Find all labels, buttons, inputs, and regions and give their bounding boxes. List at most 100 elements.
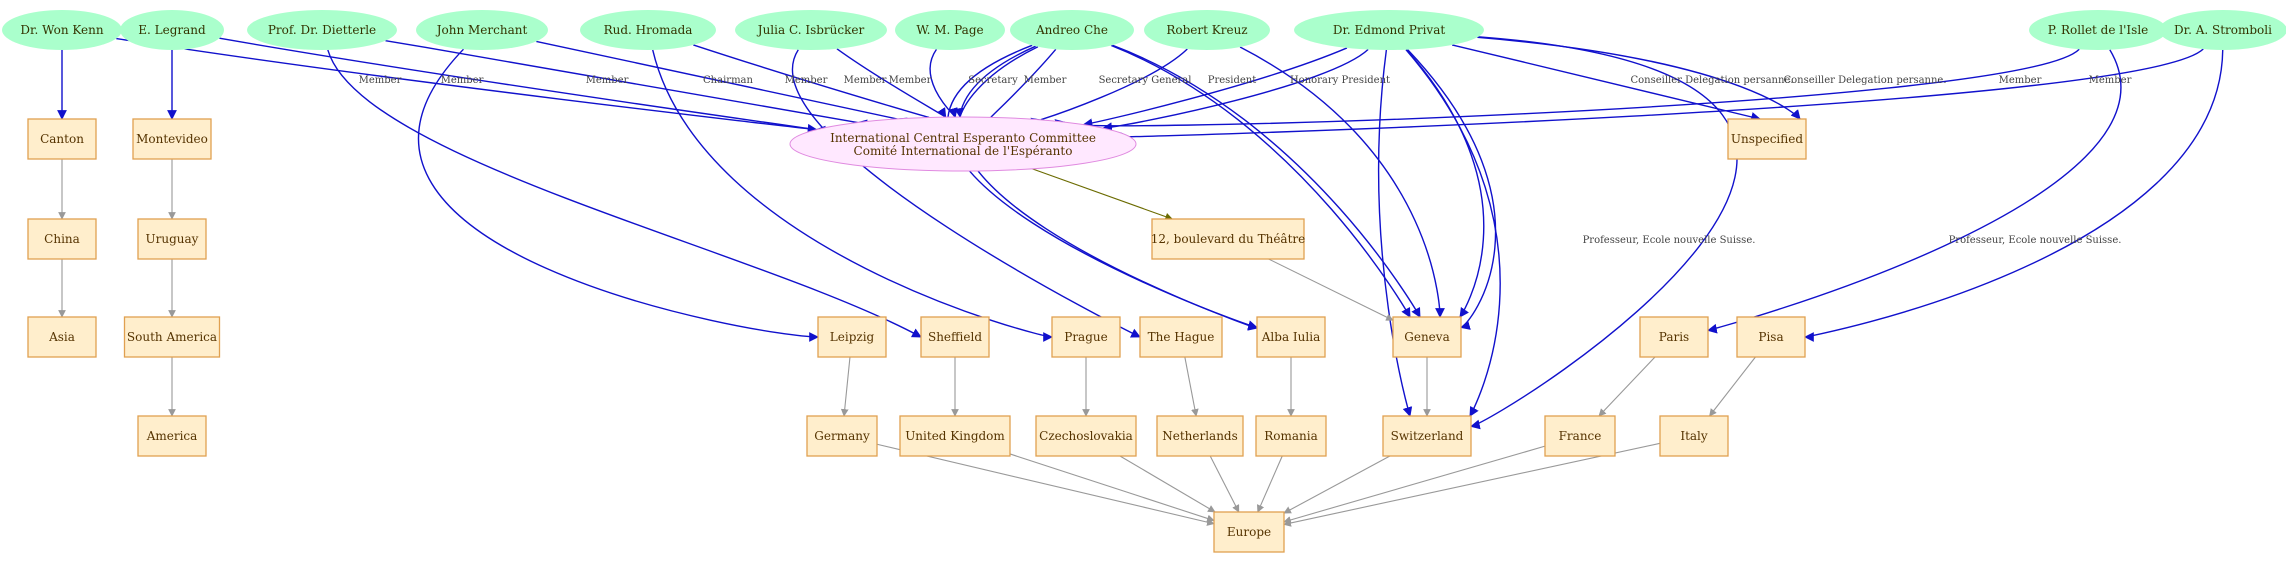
edge-p_privat-to-switzerland bbox=[1470, 36, 1738, 430]
node-p-che[interactable]: Andreo Che bbox=[1010, 10, 1134, 50]
place-label: United Kingdom bbox=[905, 429, 1005, 443]
node-netherlands[interactable]: Netherlands bbox=[1156, 415, 1244, 457]
person-ellipse bbox=[580, 10, 716, 50]
edge-p_che-to-alba bbox=[947, 44, 1258, 330]
node-germany[interactable]: Germany bbox=[806, 415, 878, 457]
person-ellipse bbox=[1010, 10, 1134, 50]
edge-p_privat-to-geneva bbox=[1405, 49, 1485, 318]
edge-leipzig-to-germany bbox=[840, 356, 851, 417]
node-hague[interactable]: The Hague bbox=[1139, 316, 1223, 358]
node-boulevard[interactable]: 12, boulevard du Théâtre bbox=[1151, 218, 1306, 260]
node-unspecified[interactable]: Unspecified bbox=[1727, 118, 1807, 160]
node-china[interactable]: China bbox=[27, 218, 97, 260]
edge-p_kreuz-to-org bbox=[1030, 48, 1188, 128]
node-p-stromboli[interactable]: Dr. A. Stromboli bbox=[2159, 10, 2286, 50]
person-ellipse bbox=[120, 10, 224, 50]
edge-paris-to-france bbox=[1598, 356, 1656, 417]
edge-hague-to-netherlands bbox=[1184, 356, 1199, 417]
place-label: Uruguay bbox=[146, 232, 199, 246]
place-label: Pisa bbox=[1758, 330, 1783, 344]
node-pisa[interactable]: Pisa bbox=[1736, 316, 1806, 358]
edge-p_privat-to-org bbox=[1102, 48, 1369, 133]
place-box bbox=[123, 316, 221, 358]
org-label-french: Comité International de l'Espéranto bbox=[854, 144, 1073, 158]
person-ellipse bbox=[2, 10, 122, 50]
node-p-merchant[interactable]: John Merchant bbox=[416, 10, 548, 50]
place-label: Alba Iulia bbox=[1261, 330, 1320, 344]
node-org[interactable]: International Central Esperanto Committe… bbox=[789, 116, 1137, 172]
person-label: Dr. Edmond Privat bbox=[1333, 23, 1446, 37]
place-box bbox=[817, 316, 887, 358]
node-south-america[interactable]: South America bbox=[123, 316, 221, 358]
edge-label: Conseiller Delegation persanne. bbox=[1630, 75, 1793, 86]
place-label: China bbox=[44, 232, 80, 246]
node-p-wonkenn[interactable]: Dr. Won Kenn bbox=[2, 10, 122, 50]
node-p-legrand[interactable]: E. Legrand bbox=[120, 10, 224, 50]
edge-label: Chairman bbox=[703, 75, 753, 86]
edge-label: Member bbox=[586, 75, 629, 86]
edge-p_che-to-org bbox=[980, 48, 1057, 127]
edge-pisa-to-italy bbox=[1709, 356, 1756, 417]
node-paris[interactable]: Paris bbox=[1639, 316, 1709, 358]
edge-p_page-to-org bbox=[929, 48, 958, 118]
place-box bbox=[920, 316, 990, 358]
place-box bbox=[1256, 316, 1326, 358]
node-italy[interactable]: Italy bbox=[1659, 415, 1729, 457]
place-label: Netherlands bbox=[1162, 429, 1238, 443]
node-geneva[interactable]: Geneva bbox=[1392, 316, 1462, 358]
person-label: Julia C. Isbrücker bbox=[756, 23, 865, 37]
node-switzerland[interactable]: Switzerland bbox=[1382, 415, 1472, 457]
node-uruguay[interactable]: Uruguay bbox=[137, 218, 207, 260]
edge-label: Member bbox=[441, 75, 484, 86]
node-p-isbrucker[interactable]: Julia C. Isbrücker bbox=[735, 10, 887, 50]
node-uk[interactable]: United Kingdom bbox=[899, 415, 1011, 457]
node-alba[interactable]: Alba Iulia bbox=[1256, 316, 1326, 358]
person-label: Dr. Won Kenn bbox=[20, 23, 103, 37]
edge-label: Member bbox=[785, 75, 828, 86]
place-label: 12, boulevard du Théâtre bbox=[1151, 232, 1306, 246]
node-canton[interactable]: Canton bbox=[27, 118, 97, 160]
node-sheffield[interactable]: Sheffield bbox=[920, 316, 990, 358]
place-label: Sheffield bbox=[928, 330, 982, 344]
place-label: Paris bbox=[1659, 330, 1689, 344]
node-romania[interactable]: Romania bbox=[1255, 415, 1327, 457]
place-box bbox=[1139, 316, 1223, 358]
node-p-page[interactable]: W. M. Page bbox=[895, 10, 1005, 50]
person-label: W. M. Page bbox=[916, 23, 983, 37]
node-prague[interactable]: Prague bbox=[1051, 316, 1121, 358]
node-czech[interactable]: Czechoslovakia bbox=[1035, 415, 1137, 457]
person-ellipse bbox=[1144, 10, 1270, 50]
node-p-hromada[interactable]: Rud. Hromada bbox=[580, 10, 716, 50]
edge-p_privat-to-switzerland bbox=[1377, 49, 1413, 417]
place-label: Europe bbox=[1227, 525, 1271, 539]
node-p-rollet[interactable]: P. Rollet de l'Isle bbox=[2029, 10, 2167, 50]
edge-label: Conseiller Delegation persanne. bbox=[1783, 75, 1946, 86]
person-label: John Merchant bbox=[435, 23, 528, 37]
place-label: Italy bbox=[1680, 429, 1708, 443]
edge-p_rollet-to-paris bbox=[1707, 49, 2122, 334]
node-france[interactable]: France bbox=[1544, 415, 1616, 457]
node-asia[interactable]: Asia bbox=[27, 316, 97, 358]
edge-p_dietterle-to-sheffield bbox=[327, 49, 922, 338]
edge-p_stromboli-to-org bbox=[1120, 48, 2204, 142]
org-ellipse bbox=[789, 116, 1137, 172]
place-box bbox=[1051, 316, 1121, 358]
place-label: France bbox=[1559, 429, 1602, 443]
edge-label: Honorary President bbox=[1290, 75, 1390, 86]
node-montevideo[interactable]: Montevideo bbox=[132, 118, 212, 160]
place-label: Switzerland bbox=[1391, 429, 1464, 443]
edge-germany-to-europe bbox=[876, 443, 1215, 526]
edge-label: Member bbox=[359, 75, 402, 86]
node-p-kreuz[interactable]: Robert Kreuz bbox=[1144, 10, 1270, 50]
person-ellipse bbox=[2029, 10, 2167, 50]
node-leipzig[interactable]: Leipzig bbox=[817, 316, 887, 358]
edge-uk-to-europe bbox=[1009, 453, 1215, 523]
place-box bbox=[1151, 218, 1305, 260]
edge-netherlands-to-europe bbox=[1209, 455, 1240, 513]
node-america[interactable]: America bbox=[137, 415, 207, 457]
node-europe[interactable]: Europe bbox=[1213, 511, 1285, 553]
node-p-dietterle[interactable]: Prof. Dr. Dietterle bbox=[247, 10, 397, 50]
node-p-privat[interactable]: Dr. Edmond Privat bbox=[1294, 10, 1484, 50]
person-label: E. Legrand bbox=[138, 23, 206, 37]
